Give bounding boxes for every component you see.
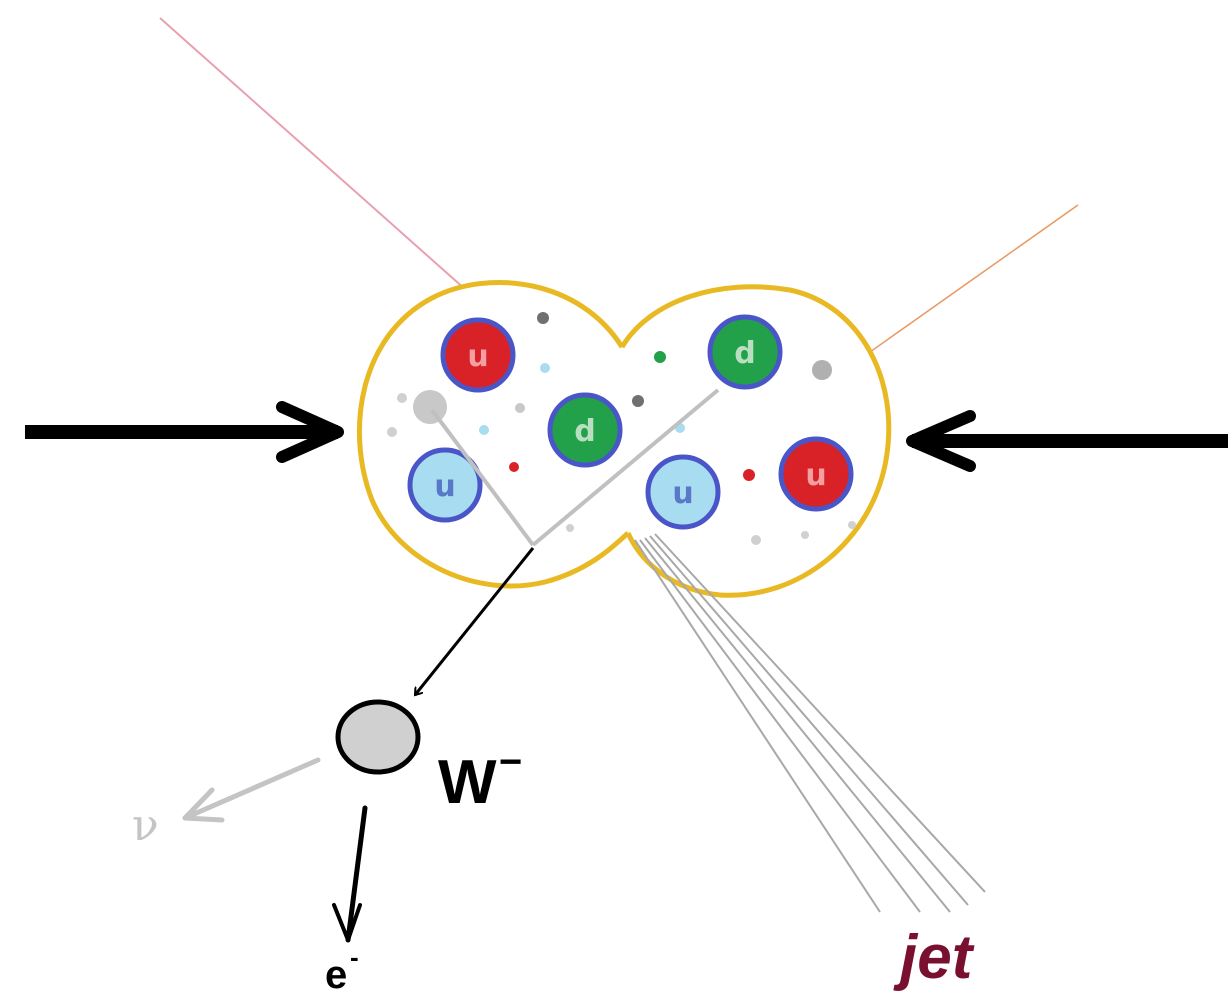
quark-up-light-right: u <box>645 454 721 530</box>
quark-label: u <box>805 458 826 493</box>
quark-down-green-right: d <box>707 314 783 390</box>
jet-lines <box>634 533 986 913</box>
quark-line-left <box>430 408 535 547</box>
pink-trajectory-line <box>159 17 476 299</box>
quark-down-green-left: d <box>547 392 623 468</box>
quark-up-red-right: u <box>778 436 854 512</box>
neutrino-label: ν <box>132 800 159 851</box>
incoming-arrow-right <box>906 410 1228 472</box>
electron-arrow <box>332 805 368 943</box>
incoming-arrow-left <box>25 401 344 463</box>
quark-label: u <box>434 469 455 504</box>
w-production-arrow <box>413 547 535 695</box>
quark-label: d <box>734 336 755 371</box>
electron-charge: - <box>350 942 359 972</box>
quark-up-red-left: u <box>440 317 516 393</box>
quark-label: u <box>467 339 488 374</box>
quark-label: u <box>672 476 693 511</box>
jet-label: jet <box>893 923 975 992</box>
quark-line-right <box>531 388 720 547</box>
neutrino-arrow <box>182 757 321 823</box>
quark-label: d <box>574 414 595 449</box>
w-boson-label: W <box>438 748 497 817</box>
electron-label: e <box>325 953 347 995</box>
w-boson <box>335 699 421 775</box>
w-boson-charge: − <box>499 740 522 784</box>
quark-up-light-left: u <box>407 447 483 523</box>
